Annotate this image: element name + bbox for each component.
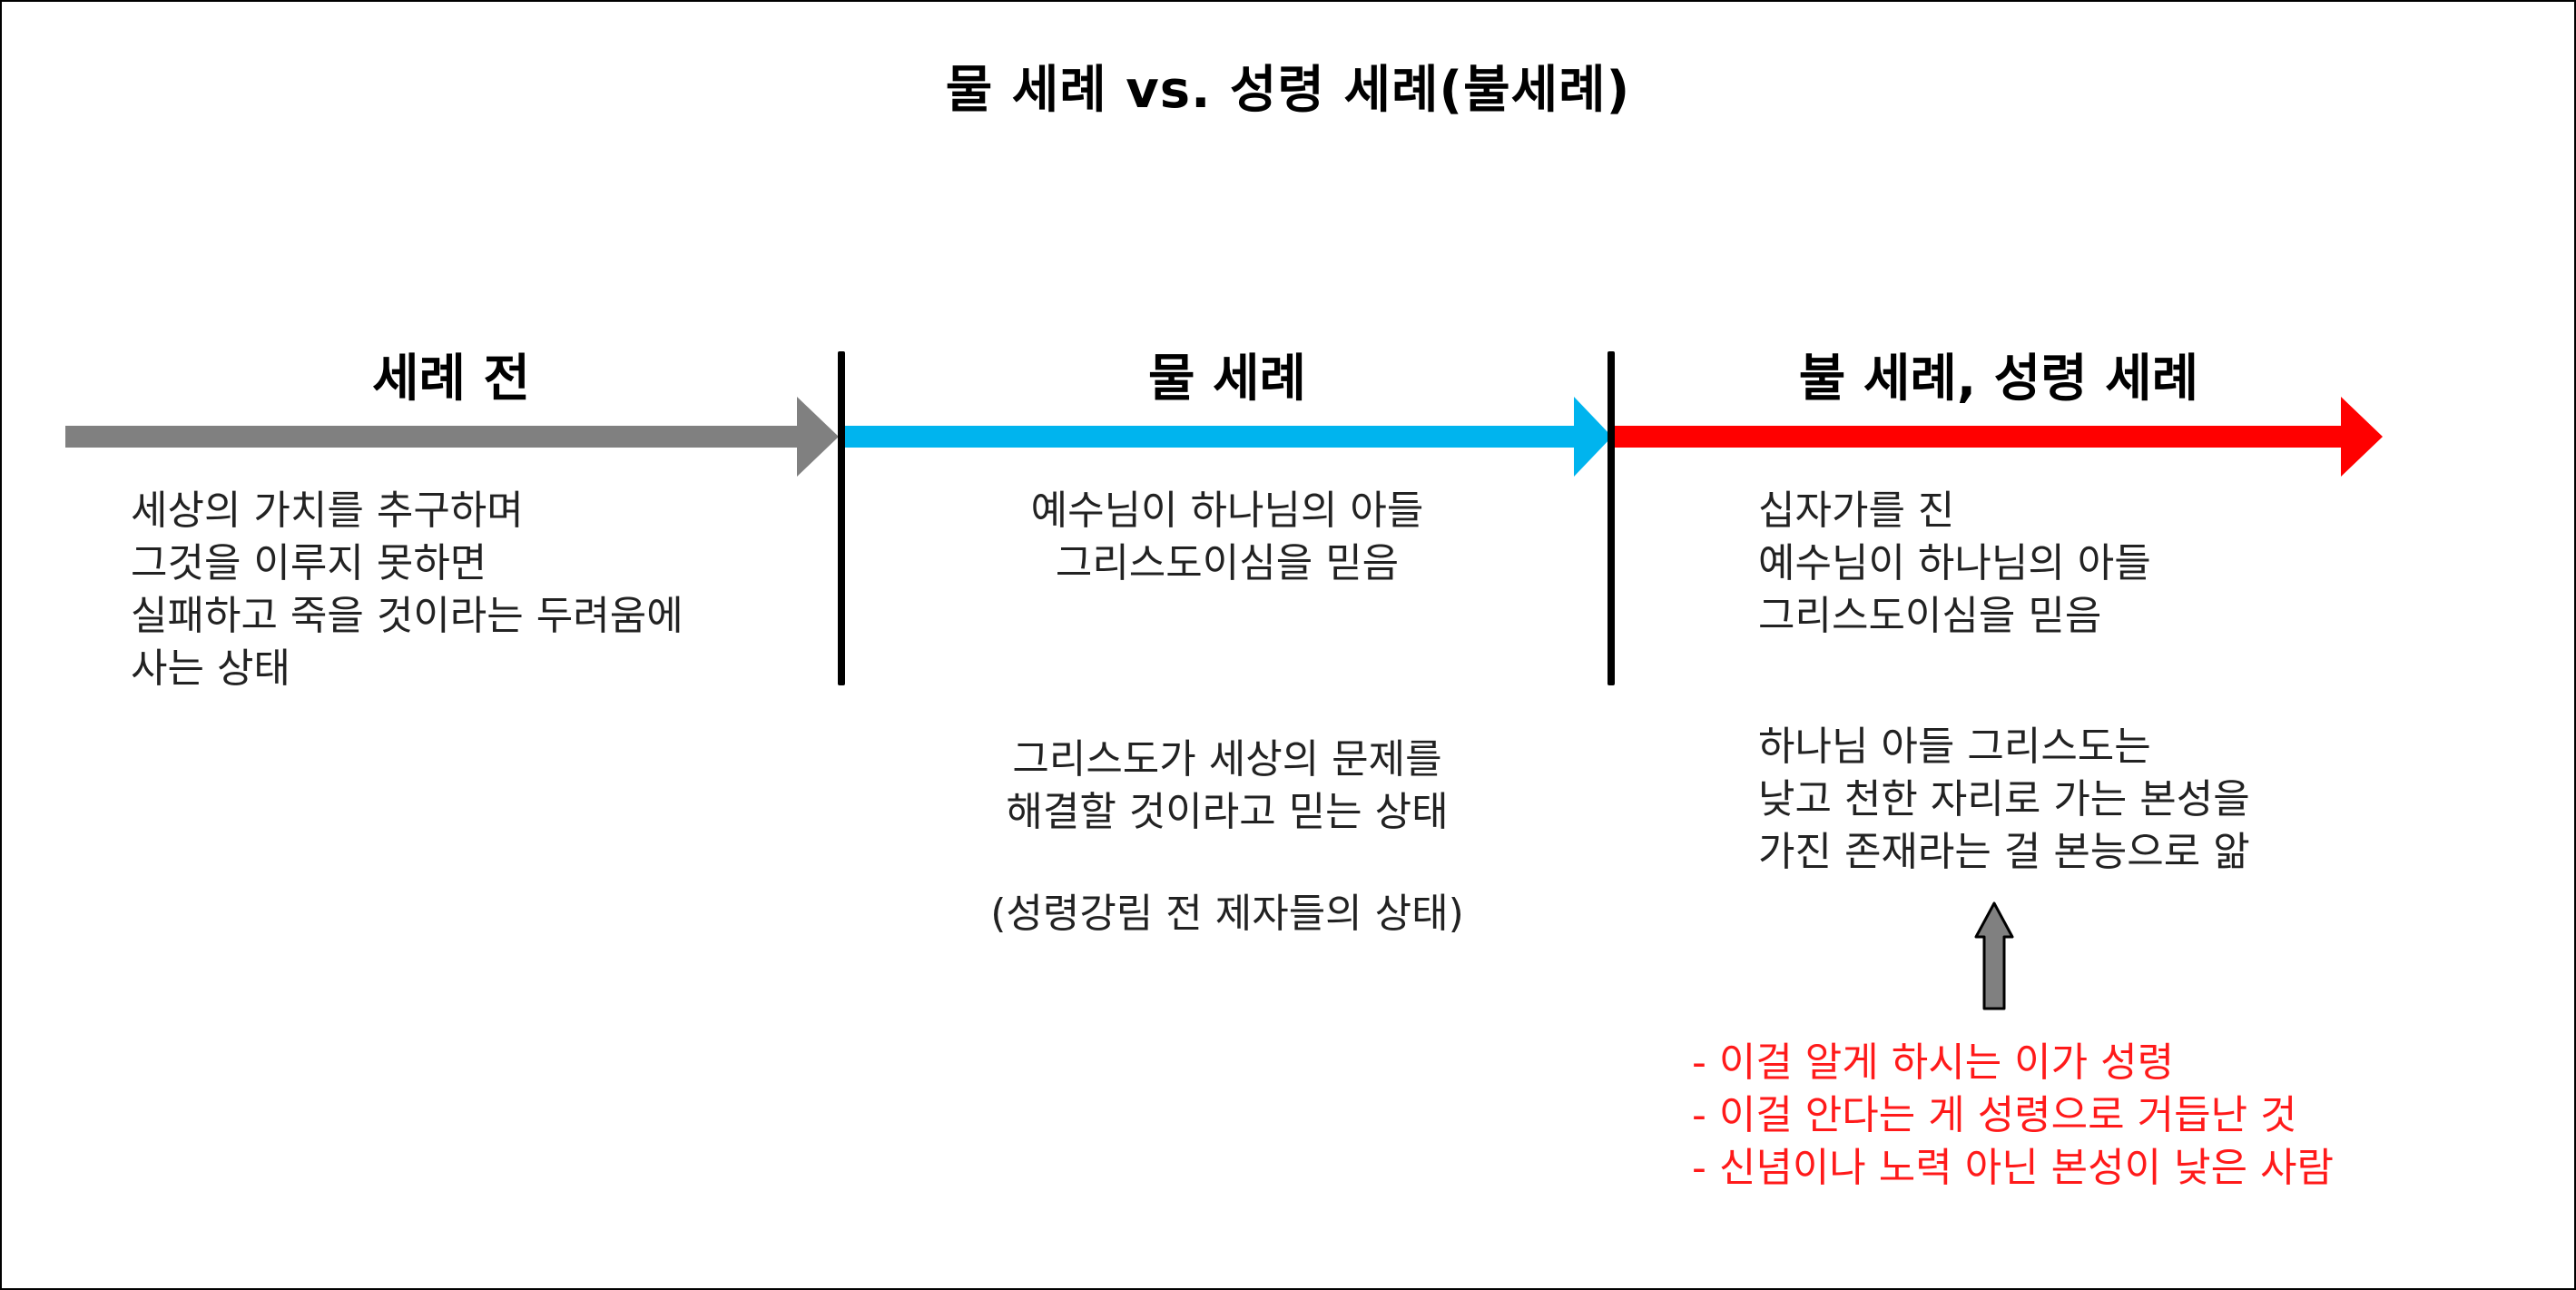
stage1-arrow-shape <box>65 397 839 477</box>
stage1-line-3: 실패하고 죽을 것이라는 두려움에 <box>131 593 683 639</box>
stage2-arrow-shape <box>844 397 1612 477</box>
point-1: - 이걸 알게 하시는 이가 성령 <box>1692 1039 2175 1086</box>
point-3: - 신념이나 노력 아닌 본성이 낮은 사람 <box>1692 1145 2334 1191</box>
stage-title-water-baptism: 물 세례 <box>1147 350 1307 409</box>
stage2-extra-line-1: 그리스도가 세상의 문제를 <box>1012 736 1442 783</box>
stage2-arrow <box>844 397 1612 477</box>
stage1-description: 세상의 가치를 추구하며 그것을 이루지 못하면 실패하고 죽을 것이라는 두려… <box>131 485 683 695</box>
stage3-extra-line-3: 가진 존재라는 걸 본능으로 앎 <box>1758 829 2250 875</box>
point-2: - 이걸 안다는 게 성령으로 거듭난 것 <box>1692 1092 2297 1138</box>
stage3-line-1: 십자가를 진 <box>1758 487 1955 534</box>
stage3-arrow-shape <box>1615 397 2383 477</box>
stage3-extra: 하나님 아들 그리스도는 낮고 천한 자리로 가는 본성을 가진 존재라는 걸 … <box>1758 721 2250 879</box>
stage-title-spirit-baptism: 불 세례, 성령 세례 <box>1798 350 2199 409</box>
stage1-line-1: 세상의 가치를 추구하며 <box>131 487 524 534</box>
diagram-title: 물 세례 vs. 성령 세례(불세례) <box>945 61 1631 120</box>
stage2-line-1: 예수님이 하나님의 아들 <box>1030 487 1424 534</box>
stage2-line-2: 그리스도이심을 믿음 <box>1055 540 1400 586</box>
divider-1 <box>838 351 845 685</box>
stage2-extra: 그리스도가 세상의 문제를 해결할 것이라고 믿는 상태 <box>909 734 1545 839</box>
points-list: - 이걸 알게 하시는 이가 성령 - 이걸 안다는 게 성령으로 거듭난 것 … <box>1692 1037 2334 1195</box>
stage3-line-2: 예수님이 하나님의 아들 <box>1758 540 2151 586</box>
stage3-arrow <box>1615 397 2383 477</box>
stage1-line-2: 그것을 이루지 못하면 <box>131 540 487 586</box>
stage2-note: (성령강림 전 제자들의 상태) <box>990 891 1464 937</box>
stage2-extra-line-2: 해결할 것이라고 믿는 상태 <box>1006 789 1449 835</box>
stage3-extra-line-1: 하나님 아들 그리스도는 <box>1758 724 2151 770</box>
divider-2 <box>1608 351 1615 685</box>
stage3-line-3: 그리스도이심을 믿음 <box>1758 593 2102 639</box>
stage3-extra-line-2: 낮고 천한 자리로 가는 본성을 <box>1758 776 2250 822</box>
stage-title-before-baptism: 세례 전 <box>371 350 531 409</box>
stage1-arrow <box>65 397 839 477</box>
up-arrow-icon <box>1974 901 2014 1010</box>
stage2-description: 예수님이 하나님의 아들 그리스도이심을 믿음 <box>909 485 1545 590</box>
stage3-description: 십자가를 진 예수님이 하나님의 아들 그리스도이심을 믿음 <box>1758 485 2151 643</box>
stage1-line-4: 사는 상태 <box>131 645 290 692</box>
